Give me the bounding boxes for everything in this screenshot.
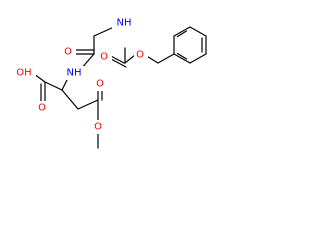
bonds [33, 26, 207, 149]
atom-nh-lower: NH [67, 68, 82, 79]
atom-nh-upper: NH [117, 18, 132, 29]
bond-ring-6 [189, 26, 207, 37]
atom-o-amide: O [64, 47, 72, 58]
bond-ring-5 [173, 26, 191, 37]
atom-o-carbamate-ether: O [136, 50, 144, 61]
bond-oether-carbamate [124, 54, 136, 64]
atom-o-ester-carbonyl: O [96, 79, 104, 90]
atom-oh-acid: OH [16, 68, 31, 79]
bond-ring-inner-2 [176, 52, 188, 60]
bond-ring-3 [173, 53, 191, 64]
atom-o-ester-ether: O [94, 122, 102, 133]
bond-ring-2 [189, 53, 207, 64]
bond-carbamate-co-b [110, 58, 127, 68]
bond-alpha-beta [61, 89, 79, 110]
bond-ring-ch2 [157, 53, 175, 64]
molecule-structure: NH O O O NH OH O O O [12, 16, 207, 149]
atom-o-carbamate-carbonyl: O [100, 52, 108, 63]
bond-ring-inner-3 [176, 30, 188, 38]
bond-nh-gly-ch2 [93, 26, 115, 37]
bond-alpha-acid [44, 81, 63, 91]
bond-beta-ester [77, 99, 99, 110]
atom-o-acid-carbonyl: O [38, 103, 46, 114]
atom-labels: NH O O O NH OH O O O [12, 16, 148, 134]
